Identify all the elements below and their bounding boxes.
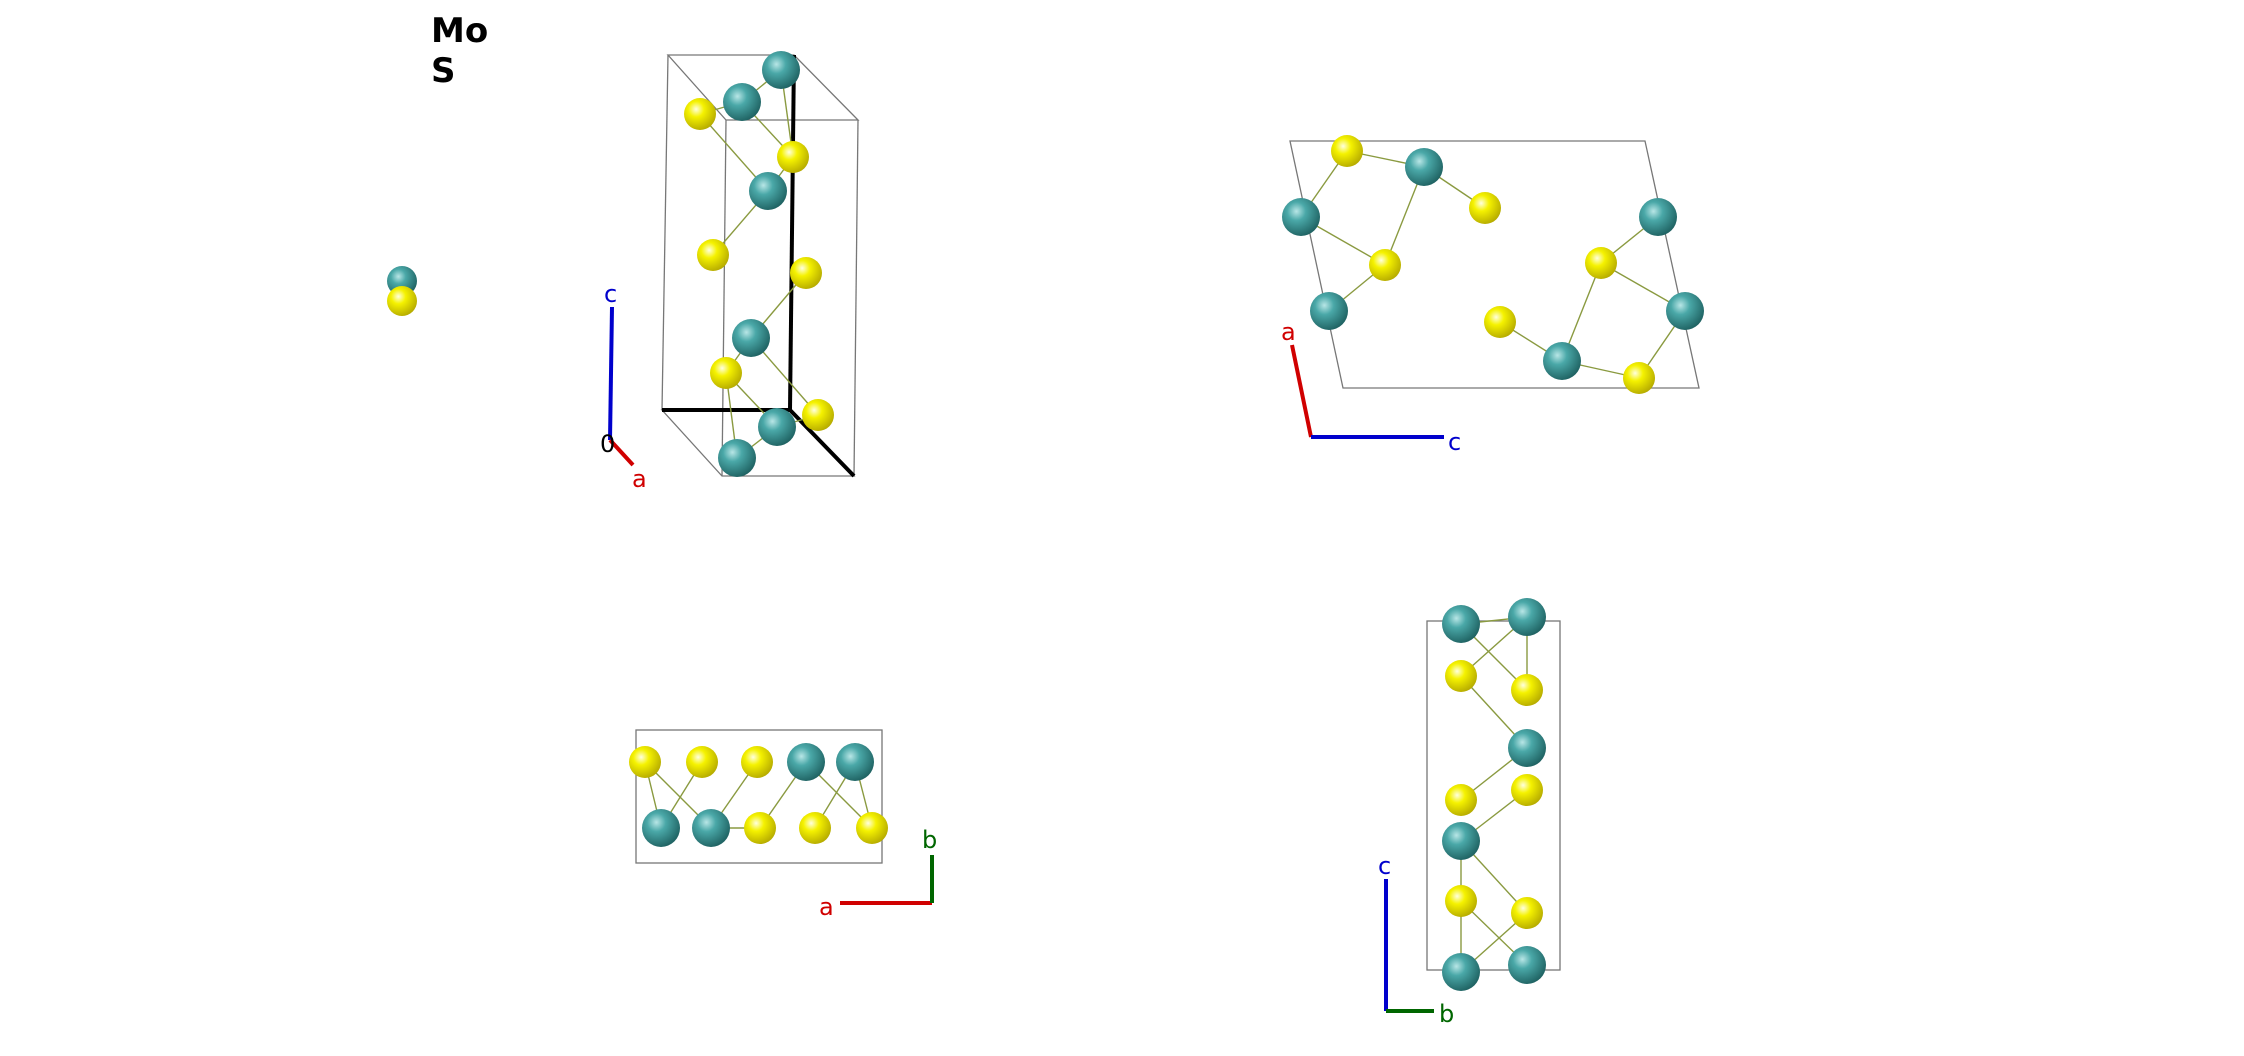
atom-mo: [732, 319, 770, 357]
atom-s: [744, 812, 776, 844]
atom-mo: [1666, 292, 1704, 330]
axis-a-label: a: [1281, 318, 1296, 346]
axis-c-label: c: [1378, 852, 1391, 880]
atom-s: [777, 141, 809, 173]
axis-triad: c 0 a: [600, 280, 647, 493]
atom-s: [799, 812, 831, 844]
atom-mo: [762, 51, 800, 89]
atom-mo: [718, 439, 756, 477]
atom-mo: [1508, 729, 1546, 767]
axis-triad: a b: [819, 826, 937, 921]
atom-s: [684, 98, 716, 130]
atom-s: [1484, 306, 1516, 338]
atom-s: [1445, 784, 1477, 816]
axis-c-label: c: [604, 280, 617, 308]
atoms: [629, 743, 888, 847]
atom-mo: [1442, 953, 1480, 991]
atom-mo: [1442, 822, 1480, 860]
atom-s: [1469, 192, 1501, 224]
atom-mo: [1442, 605, 1480, 643]
atoms: [684, 51, 834, 477]
unit-cell: [635, 729, 883, 864]
atom-mo: [1405, 148, 1443, 186]
atom-s: [1585, 247, 1617, 279]
atom-s: [710, 357, 742, 389]
axis-origin-label: 0: [600, 430, 615, 458]
atoms: [1442, 598, 1546, 991]
atom-s: [629, 746, 661, 778]
atom-mo: [1508, 946, 1546, 984]
atom-s: [1331, 135, 1363, 167]
atom-mo: [1310, 292, 1348, 330]
atom-s: [686, 746, 718, 778]
axis-b-label: b: [1439, 1000, 1454, 1028]
bonds: [1300, 150, 1686, 379]
atom-mo: [1639, 198, 1677, 236]
axis-triad: c b: [1378, 852, 1454, 1028]
axis-c-line: [608, 306, 614, 441]
atom-mo: [836, 743, 874, 781]
legend-label-mo: Mo: [431, 11, 488, 51]
atom-mo: [642, 809, 680, 847]
atom-mo: [758, 408, 796, 446]
view-perspective: c 0 a: [600, 51, 860, 493]
unit-cell: [1289, 140, 1700, 389]
atom-s: [802, 399, 834, 431]
atom-s: [1623, 362, 1655, 394]
axis-a-label: a: [632, 465, 647, 493]
atom-mo: [1282, 198, 1320, 236]
atom-mo: [1543, 342, 1581, 380]
atom-s: [1445, 885, 1477, 917]
atom-s: [790, 257, 822, 289]
atom-s: [697, 239, 729, 271]
axis-c-label: c: [1448, 428, 1461, 456]
view-along-c: a b: [629, 729, 937, 921]
atoms: [1282, 135, 1704, 394]
atom-s: [741, 746, 773, 778]
axis-a-line: [608, 438, 635, 467]
atom-mo: [723, 83, 761, 121]
atom-mo: [749, 172, 787, 210]
atom-s: [1511, 897, 1543, 929]
element-legend: Mo S: [387, 11, 488, 316]
atom-mo: [1508, 598, 1546, 636]
legend-atom-s: [387, 286, 417, 316]
atom-s: [1511, 774, 1543, 806]
axis-b-label: b: [922, 826, 937, 854]
atom-s: [1369, 249, 1401, 281]
atom-s: [856, 812, 888, 844]
axis-triad: a c: [1281, 318, 1461, 456]
view-along-a: c b: [1378, 598, 1561, 1028]
atom-mo: [692, 809, 730, 847]
atom-s: [1511, 674, 1543, 706]
atom-mo: [787, 743, 825, 781]
axis-a-label: a: [819, 893, 834, 921]
view-along-b: a c: [1281, 135, 1704, 456]
legend-label-s: S: [431, 51, 456, 91]
axis-a-line: [1290, 344, 1313, 438]
atom-s: [1445, 660, 1477, 692]
